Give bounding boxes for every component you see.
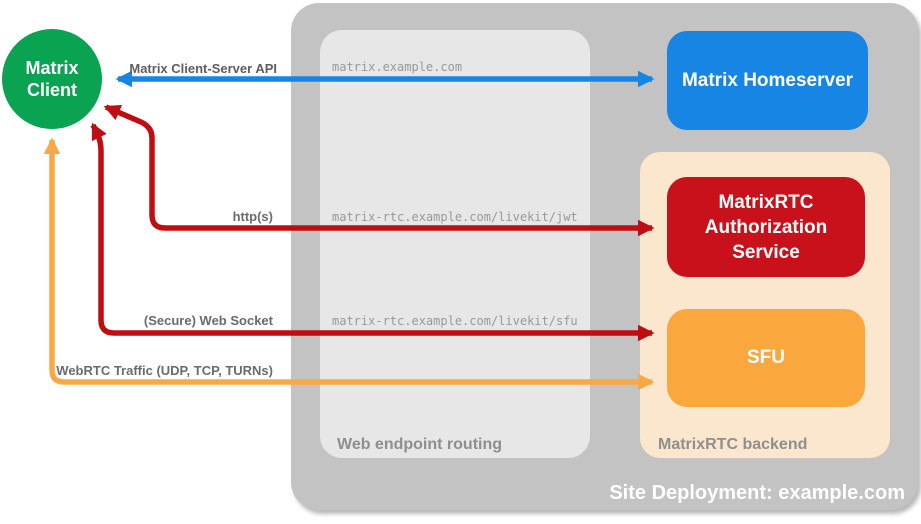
sfu-node: SFU [667,309,865,407]
websocket-label: (Secure) Web Socket [143,313,273,328]
web-endpoint-routing-container [320,30,590,458]
matrixrtc-backend-label: MatrixRTC backend [658,436,808,453]
web-endpoint-routing-label: Web endpoint routing [337,436,503,453]
webrtc-traffic-label: WebRTC Traffic (UDP, TCP, TURNs) [56,363,273,378]
endpoint-livekit-jwt: matrix-rtc.example.com/livekit/jwt [332,210,578,224]
matrix-client-node: Matrix Client [2,29,102,129]
endpoint-livekit-sfu: matrix-rtc.example.com/livekit/sfu [332,314,578,328]
client-server-api-label: Matrix Client-Server API [129,61,277,76]
matrix-homeserver-node: Matrix Homeserver [667,31,868,130]
https-label: http(s) [232,209,273,224]
endpoint-matrix: matrix.example.com [332,60,463,74]
site-deployment-label: Site Deployment: example.com [609,482,905,504]
matrixrtc-authorization-service-node: MatrixRTC Authorization Service [667,177,865,277]
